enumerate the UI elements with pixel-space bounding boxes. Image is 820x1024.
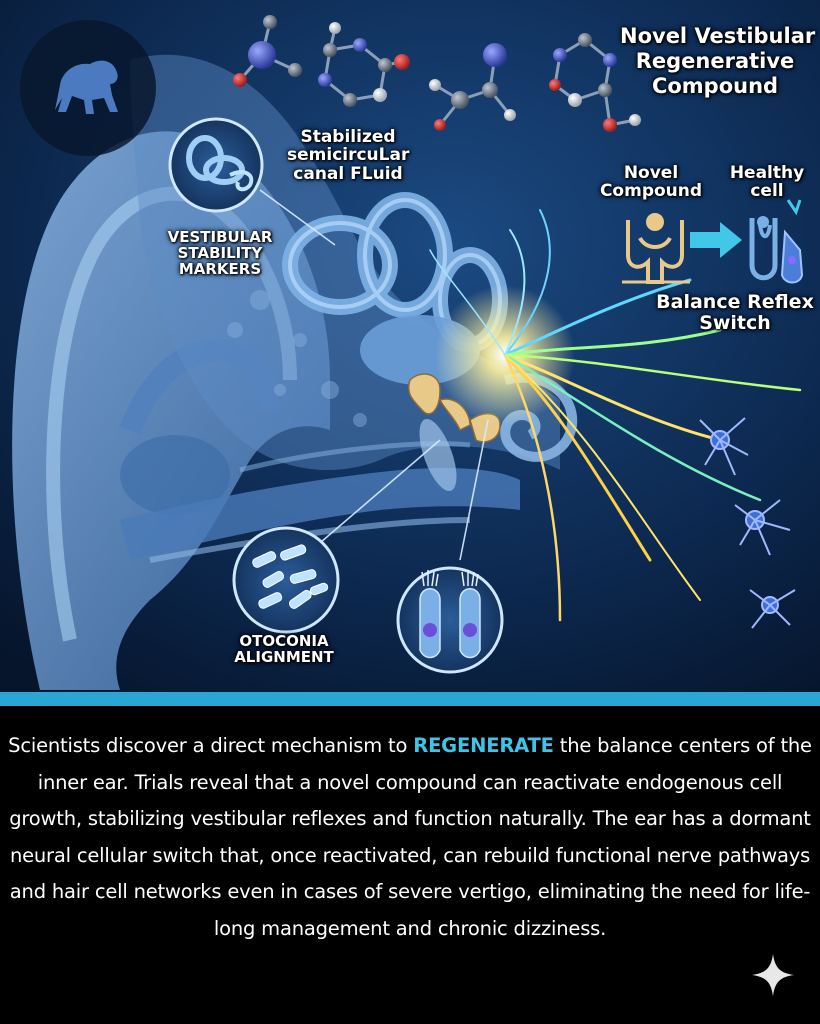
caption-text-start: Scientists discover a direct mechanism t…	[8, 734, 414, 757]
inner-ear-illustration	[0, 0, 820, 692]
stability-markers-label-line: STABILITY	[177, 244, 263, 263]
nerve-fibers	[429, 209, 802, 622]
balance-reflex-label-line: Switch	[699, 311, 771, 334]
canal-fluid-label: Stabilized semicircuLar canal FLuid	[287, 128, 409, 183]
stability-markers-label-line: VESTIBULAR	[167, 228, 273, 246]
caption-highlight: REGENERATE	[413, 734, 554, 757]
compound-title-line: Regenerative	[635, 48, 795, 73]
sparkle-icon	[752, 954, 794, 996]
stability-markers-label: VESTIBULAR STABILITY MARKERS	[160, 229, 280, 278]
otoconia-label: OTOCONIA ALIGNMENT	[218, 632, 350, 667]
healthy-cell-label: Healthy cell	[726, 164, 808, 201]
otoconia-inset	[232, 526, 340, 634]
caption-panel	[0, 706, 820, 1024]
semicircular-detail-inset	[168, 117, 264, 213]
gorilla-logo-icon	[20, 20, 156, 156]
hair-cell-icon	[396, 566, 504, 674]
novel-compound-label: Novel Compound	[596, 164, 706, 201]
divider-bar	[0, 692, 820, 706]
caption-text: Scientists discover a direct mechanism t…	[6, 728, 814, 947]
otoconia-label-line: ALIGNMENT	[234, 648, 334, 667]
balance-reflex-label: Balance Reflex Switch	[652, 292, 818, 333]
compound-title: Novel Vestibular Regenerative Compound	[620, 24, 816, 98]
ear-canal	[120, 441, 520, 563]
stability-markers-label-line: MARKERS	[178, 260, 262, 279]
healthy-cell-label-line: Healthy	[729, 163, 805, 183]
neuron-icon	[699, 417, 796, 629]
compound-title-line: Compound	[651, 73, 779, 98]
compound-title-line: Novel Vestibular	[620, 24, 816, 48]
caption-text-end: the balance centers of the inner ear. Tr…	[9, 734, 812, 940]
novel-compound-label-line: Compound	[599, 181, 703, 202]
healthy-cell-label-line: cell	[750, 181, 784, 202]
canal-fluid-label-line: Stabilized	[300, 127, 396, 147]
canal-fluid-label-line: semicircuLar	[287, 145, 410, 166]
molecule-icon	[233, 15, 641, 132]
otoconia-label-line: OTOCONIA	[239, 632, 329, 650]
balance-reflex-label-line: Balance Reflex	[656, 291, 814, 313]
outer-ear	[12, 131, 330, 690]
canal-fluid-label-line: canal FLuid	[293, 163, 403, 184]
compound-to-cell-diagram	[622, 199, 804, 284]
novel-compound-label-line: Novel	[623, 163, 679, 183]
